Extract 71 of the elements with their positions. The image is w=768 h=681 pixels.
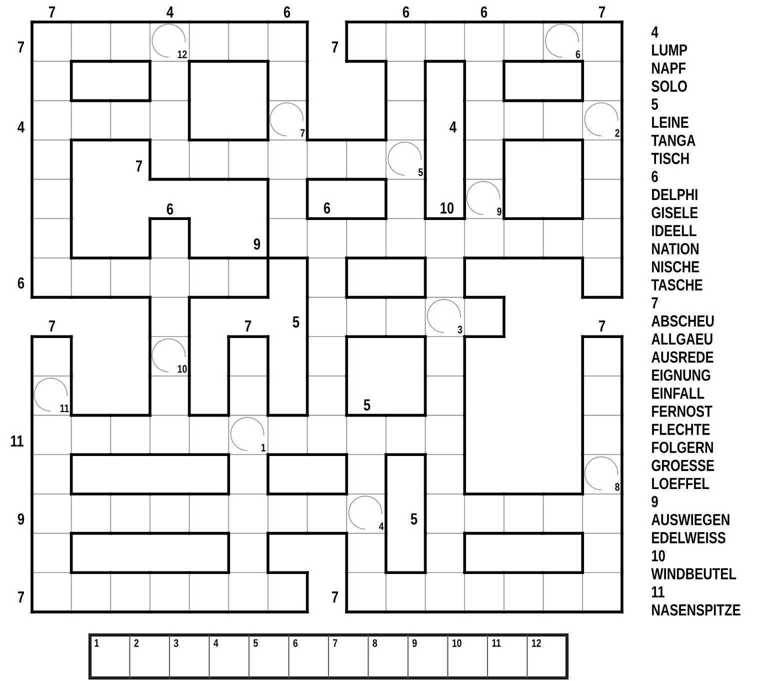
word-length: 5 [410, 513, 418, 525]
word-length-heading: 9 [652, 496, 658, 508]
solution-cell: 11 [487, 634, 528, 678]
word-list-entry: WINDBEUTEL [651, 568, 736, 580]
word-length: 6 [324, 202, 330, 214]
solution-cell: 6 [288, 634, 329, 678]
word-list-entry: LEINE [652, 116, 688, 128]
word-list-entry: TASCHE [651, 279, 702, 290]
word-length: 7 [599, 320, 605, 332]
word-list-entry: IDEELL [652, 225, 696, 236]
word-length: 7 [136, 160, 142, 172]
word-length: 6 [166, 203, 174, 215]
word-length-heading: 5 [652, 98, 658, 110]
word-length: 5 [292, 316, 300, 328]
word-length: 6 [480, 6, 488, 18]
word-list-entry: NATION [652, 243, 698, 254]
word-length: 6 [402, 6, 410, 18]
word-list-entry: EINFALL [652, 388, 704, 399]
word-list-entry: TANGA [651, 134, 696, 146]
word-length: 7 [49, 320, 55, 332]
word-length: 11 [11, 436, 24, 446]
word-length: 10 [440, 202, 454, 214]
word-length-heading: 4 [651, 26, 658, 38]
word-length-heading: 7 [652, 297, 658, 308]
word-length-heading: 10 [652, 550, 665, 562]
word-length: 7 [332, 42, 338, 52]
word-list-entry: FERNOST [652, 406, 712, 417]
word-length: 9 [18, 513, 24, 525]
word-length: 6 [18, 277, 24, 289]
word-length: 4 [166, 6, 174, 18]
word-length: 5 [364, 399, 370, 411]
word-list-entry: NAPF [652, 62, 686, 74]
word-list-entry: ABSCHEU [652, 315, 714, 327]
word-list-entry: NISCHE [652, 261, 700, 272]
word-length-heading: 6 [652, 170, 658, 182]
word-list-entry: SOLO [652, 80, 687, 92]
word-length: 7 [18, 592, 24, 602]
word-list-entry: LUMP [652, 44, 688, 56]
word-list-entry: ALLGAEU [652, 333, 712, 345]
solution-cell: 3 [169, 634, 210, 678]
word-list-entry: EDELWEISS [652, 532, 726, 544]
word-length: 4 [450, 122, 456, 132]
word-length-heading: 11 [652, 586, 664, 598]
word-list-entry: LOEFFEL [652, 478, 710, 490]
word-length: 7 [599, 6, 605, 18]
solution-cell: 12 [526, 634, 568, 678]
word-length: 9 [254, 238, 260, 250]
word-length: 4 [18, 122, 24, 132]
word-list-entry: TISCH [651, 152, 689, 164]
solution-cell: 5 [248, 634, 290, 678]
word-length: 7 [332, 592, 338, 602]
word-list-entry: EIGNUNG [652, 370, 710, 381]
solution-cell: 7 [328, 634, 369, 678]
word-length: 6 [284, 6, 290, 18]
word-list-entry: DELPHI [652, 189, 698, 200]
solution-cell: 8 [368, 634, 408, 678]
word-list-entry: AUSREDE [652, 351, 714, 363]
word-length: 7 [18, 42, 24, 52]
word-list-entry: GISELE [652, 206, 698, 218]
solution-cell: 9 [408, 634, 448, 678]
word-list-entry: GROESSE [652, 460, 714, 472]
word-length: 7 [49, 6, 55, 18]
word-list-entry: FLECHTE [652, 424, 710, 435]
word-length: 7 [245, 320, 251, 332]
word-list-entry: FOLGERN [652, 442, 713, 454]
word-list-entry: AUSWIEGEN [652, 514, 730, 526]
solution-cell: 2 [129, 634, 170, 678]
solution-cell: 1 [90, 634, 130, 678]
solution-cell: 10 [447, 634, 488, 678]
solution-cell: 4 [208, 634, 250, 678]
word-list-entry: NASENSPITZE [652, 604, 740, 616]
